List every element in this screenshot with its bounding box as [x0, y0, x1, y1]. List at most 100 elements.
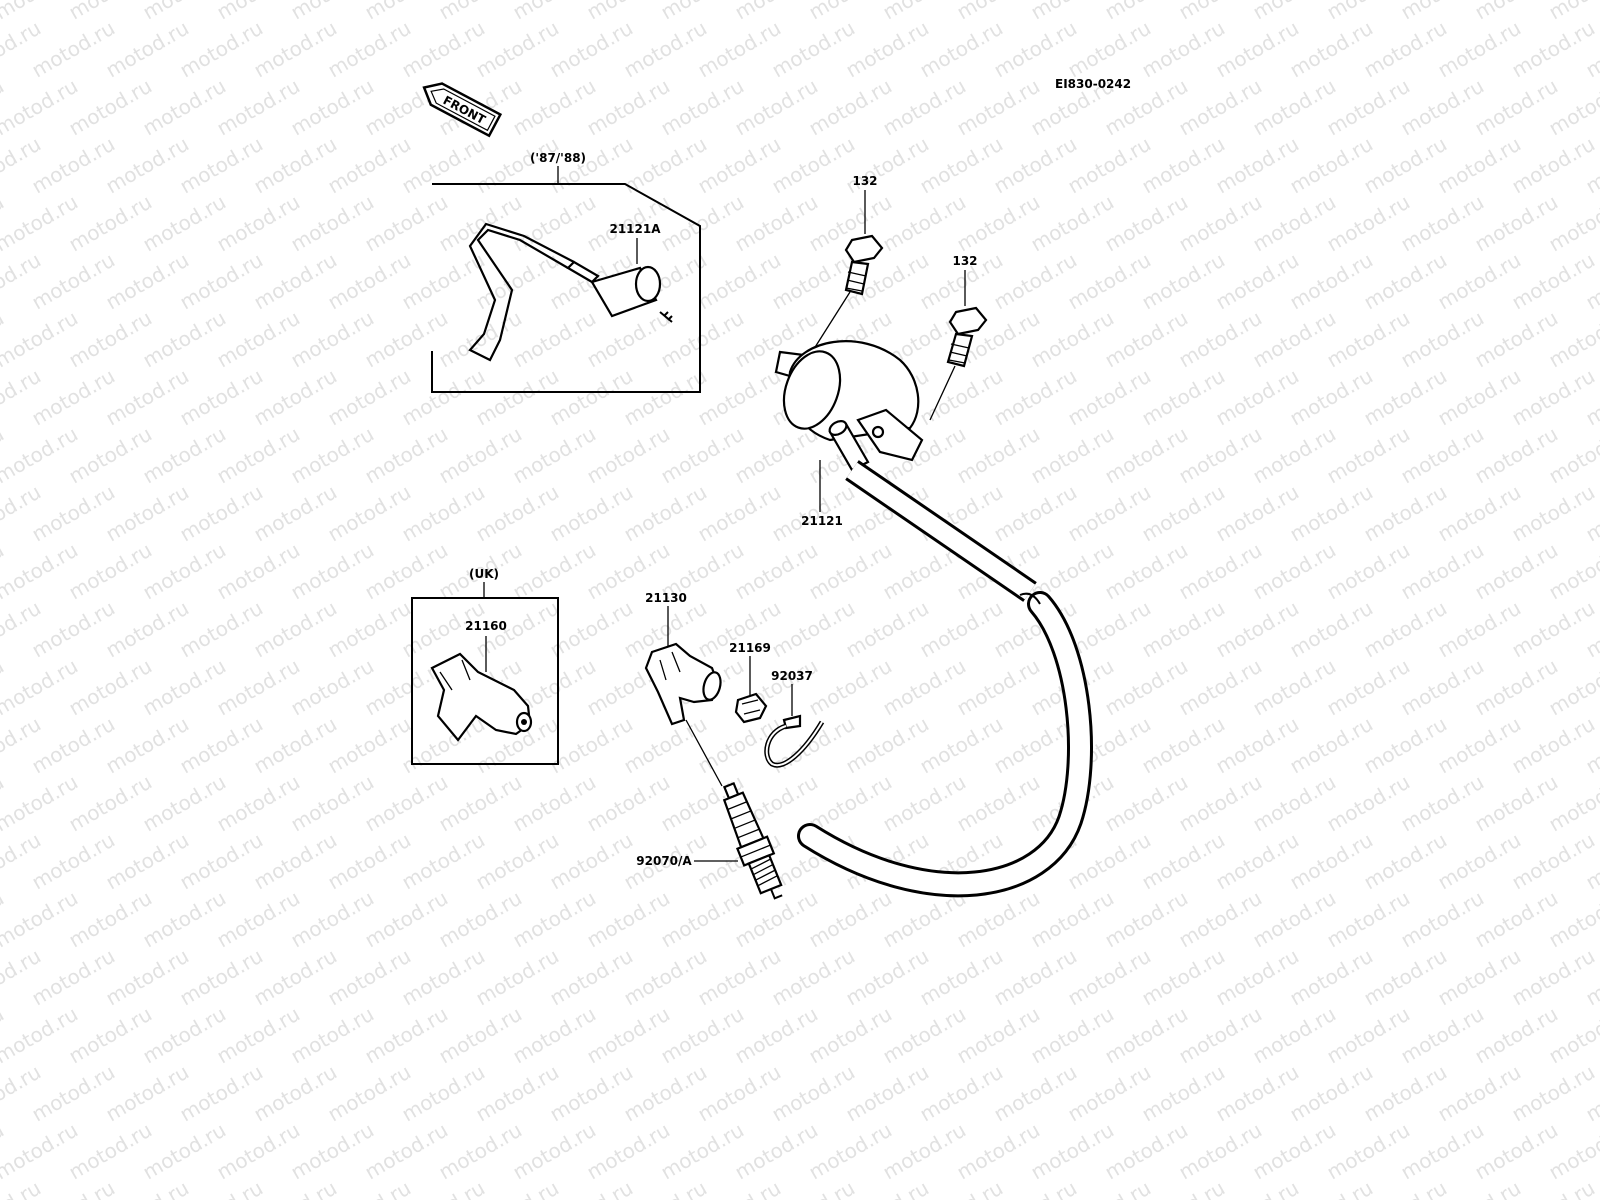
watermark-text: motod.ru — [583, 422, 674, 489]
watermark-text: motod.ru — [657, 1002, 748, 1069]
watermark-text: motod.ru — [916, 364, 1007, 431]
watermark-text: motod.ru — [176, 364, 267, 431]
watermark-text: motod.ru — [1323, 1002, 1414, 1069]
watermark-text: motod.ru — [842, 1060, 933, 1127]
watermark-text: motod.ru — [1360, 1060, 1451, 1127]
watermark-text: motod.ru — [768, 596, 859, 663]
watermark-text: motod.ru — [1138, 16, 1229, 83]
watermark-text: motod.ru — [1471, 886, 1562, 953]
watermark-text: motod.ru — [583, 1002, 674, 1069]
watermark-text: motod.ru — [1249, 770, 1340, 837]
watermark-text: motod.ru — [1471, 770, 1562, 837]
watermark-text: motod.ru — [805, 74, 896, 141]
watermark-text: motod.ru — [287, 654, 378, 721]
watermark-text: motod.ru — [657, 190, 748, 257]
watermark-text: motod.ru — [1286, 1060, 1377, 1127]
watermark-text: motod.ru — [1508, 132, 1599, 199]
watermark-text: motod.ru — [65, 770, 156, 837]
watermark-text: motod.ru — [1212, 596, 1303, 663]
watermark-text: motod.ru — [509, 422, 600, 489]
watermark-text: motod.ru — [102, 596, 193, 663]
watermark-text: motod.ru — [1471, 538, 1562, 605]
watermark-text: motod.ru — [472, 16, 563, 83]
watermark-text: motod.ru — [102, 16, 193, 83]
watermark-text: motod.ru — [1360, 364, 1451, 431]
watermark-text: motod.ru — [1175, 74, 1266, 141]
watermark-text: motod.ru — [546, 132, 637, 199]
watermark-text: motod.ru — [509, 306, 600, 373]
watermark-text: motod.ru — [472, 364, 563, 431]
watermark-text: motod.ru — [916, 712, 1007, 779]
watermark-text: motod.ru — [1360, 712, 1451, 779]
watermark-text: motod.ru — [1027, 886, 1118, 953]
watermark-text: motod.ru — [65, 654, 156, 721]
part-number-21160: 21160 — [465, 619, 507, 633]
watermark-text: motod.ru — [102, 364, 193, 431]
watermark-text: motod.ru — [472, 828, 563, 895]
watermark-text: motod.ru — [28, 1060, 119, 1127]
watermark-text: motod.ru — [1508, 944, 1599, 1011]
watermark-text: motod.ru — [1249, 306, 1340, 373]
watermark-text: motod.ru — [1175, 306, 1266, 373]
watermark-text: motod.ru — [250, 248, 341, 315]
label-bolt-left: 132 — [852, 174, 877, 188]
watermark-text: motod.ru — [1323, 422, 1414, 489]
watermark-text: motod.ru — [583, 770, 674, 837]
watermark-text: motod.ru — [990, 132, 1081, 199]
watermark-text: motod.ru — [1508, 596, 1599, 663]
watermark-text: motod.ru — [176, 596, 267, 663]
watermark-text: motod.ru — [657, 306, 748, 373]
watermark-text: motod.ru — [1323, 1118, 1414, 1185]
watermark-text: motod.ru — [1175, 886, 1266, 953]
watermark-text: motod.ru — [28, 480, 119, 547]
watermark-text: motod.ru — [1434, 16, 1525, 83]
watermark-text: motod.ru — [916, 1060, 1007, 1127]
watermark-text: motod.ru — [953, 190, 1044, 257]
watermark-text: motod.ru — [953, 770, 1044, 837]
watermark-text: motod.ru — [398, 1060, 489, 1127]
watermark-text: motod.ru — [287, 1002, 378, 1069]
watermark-text: motod.ru — [361, 306, 452, 373]
watermark-text: motod.ru — [361, 1118, 452, 1185]
watermark-text: motod.ru — [435, 886, 526, 953]
watermark-text: motod.ru — [1064, 828, 1155, 895]
variant-caption-uk: (UK) — [469, 567, 499, 581]
watermark-text: motod.ru — [1101, 886, 1192, 953]
watermark-text: motod.ru — [1027, 1002, 1118, 1069]
watermark-text: motod.ru — [1323, 190, 1414, 257]
watermark-text: motod.ru — [1064, 364, 1155, 431]
watermark-text: motod.ru — [1323, 74, 1414, 141]
watermark-text: motod.ru — [1101, 1002, 1192, 1069]
watermark-text: motod.ru — [768, 16, 859, 83]
watermark-text: motod.ru — [324, 248, 415, 315]
watermark-text: motod.ru — [546, 596, 637, 663]
watermark-text: motod.ru — [102, 828, 193, 895]
watermark-text: motod.ru — [546, 944, 637, 1011]
watermark-text: motod.ru — [1434, 1060, 1525, 1127]
watermark-text: motod.ru — [768, 712, 859, 779]
watermark-text: motod.ru — [509, 770, 600, 837]
watermark-text: motod.ru — [213, 538, 304, 605]
watermark-text: motod.ru — [435, 770, 526, 837]
watermark-text: motod.ru — [65, 190, 156, 257]
watermark-text: motod.ru — [398, 132, 489, 199]
watermark-text: motod.ru — [1101, 190, 1192, 257]
label-band: 92037 — [771, 669, 813, 683]
watermark-text: motod.ru — [1471, 1118, 1562, 1185]
watermark-text: motod.ru — [1138, 828, 1229, 895]
watermark-text: motod.ru — [805, 1002, 896, 1069]
watermark-text: motod.ru — [990, 364, 1081, 431]
watermark-text: motod.ru — [694, 944, 785, 1011]
watermark-text: motod.ru — [139, 654, 230, 721]
watermark-text: motod.ru — [139, 770, 230, 837]
watermark-text: motod.ru — [361, 770, 452, 837]
watermark-text: motod.ru — [620, 16, 711, 83]
watermark-text: motod.ru — [1249, 538, 1340, 605]
watermark-text: motod.ru — [1175, 1002, 1266, 1069]
watermark-text: motod.ru — [694, 480, 785, 547]
watermark-text: motod.ru — [1249, 654, 1340, 721]
watermark-text: motod.ru — [250, 16, 341, 83]
diagram-code: EI830-0242 — [1055, 77, 1131, 91]
watermark-text: motod.ru — [398, 944, 489, 1011]
watermark-text: motod.ru — [28, 828, 119, 895]
